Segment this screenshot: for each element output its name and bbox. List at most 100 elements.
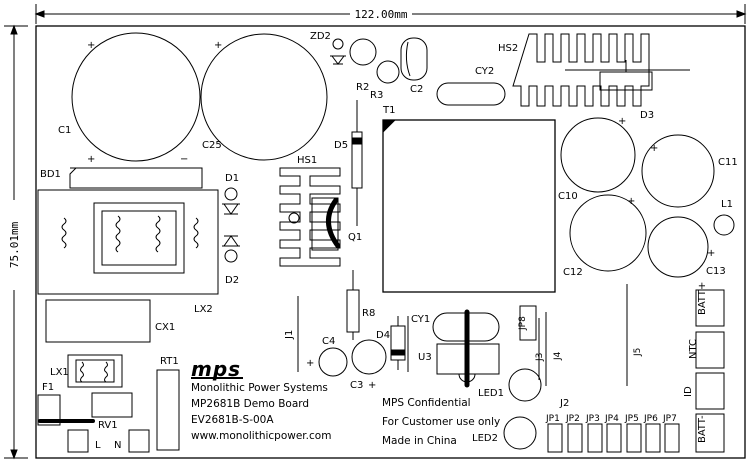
capacitor-c3: C3 + [350, 339, 387, 391]
label-rt1: RT1 [160, 356, 179, 367]
label-c11: C11 [718, 157, 738, 168]
label-t1: T1 [382, 105, 395, 116]
label-c3: C3 [350, 380, 363, 391]
varistor-rv1: RV1 [91, 392, 133, 431]
label-cx1: CX1 [155, 322, 175, 333]
label-j3: J3 [535, 353, 545, 362]
info-left-block: Monolithic Power Systems MP2681B Demo Bo… [191, 382, 331, 442]
resistor-r3: R3 [370, 60, 400, 101]
label-c25: C25 [202, 140, 222, 151]
svg-text:−: − [180, 154, 188, 165]
label-cy1: CY1 [411, 314, 430, 325]
capacitor-c10: + C10 [558, 116, 636, 202]
connector-ntc: NTC [688, 331, 725, 369]
label-d1: D1 [225, 173, 239, 184]
label-j1: J1 [284, 330, 295, 340]
resistor-r2: R2 [349, 38, 377, 93]
label-jp8: JP8 [518, 316, 528, 331]
capacitor-cy1: CY1 [411, 309, 500, 388]
label-c4: C4 [322, 336, 335, 347]
zener-zd2: ZD2 [310, 31, 346, 65]
jumper-jp8: JP8 [518, 305, 537, 341]
label-r3: R3 [370, 90, 383, 101]
info-right-block: MPS Confidential For Customer use only M… [382, 397, 500, 447]
jumper-j4: J4 [545, 312, 563, 386]
info-right-line-2: For Customer use only [382, 416, 500, 428]
terminal-n: N [114, 429, 150, 453]
jumper-j3: J3 [535, 318, 545, 380]
heatsink-hs2: HS2 D3 [498, 33, 690, 121]
board-outline [35, 25, 746, 459]
label-jp1: JP1 [545, 414, 560, 424]
svg-text:+: + [650, 143, 658, 154]
svg-text:+: + [306, 358, 314, 369]
capacitor-c13: + C13 [647, 216, 726, 278]
transformer-t1: T1 [382, 105, 556, 293]
svg-text:+: + [214, 40, 222, 51]
label-hs2: HS2 [498, 43, 518, 54]
label-batt-minus: BATT- [697, 415, 708, 443]
label-l: L [95, 440, 101, 451]
height-label: 75.01mm [8, 221, 21, 268]
connector-batt-minus: BATT- [695, 413, 725, 453]
terminal-l: L [67, 429, 101, 453]
svg-text:+: + [87, 40, 95, 51]
label-bd1: BD1 [40, 169, 61, 180]
header-j2: J2 JP1 JP2 JP3 JP4 JP5 JP6 JP7 [545, 398, 680, 453]
capacitor-c11: + C11 [641, 134, 738, 208]
connector-id: ID [683, 372, 725, 410]
jumper-j1: J1 [284, 296, 299, 372]
heatsink-hs1: HS1 Q1 [279, 155, 362, 267]
label-jp5: JP5 [624, 414, 639, 424]
label-r2: R2 [356, 82, 369, 93]
label-ntc: NTC [688, 339, 699, 359]
info-left-line-3: EV2681B-S-00A [191, 414, 274, 426]
info-left-line-2: MP2681B Demo Board [191, 398, 309, 410]
label-u3: U3 [418, 352, 432, 363]
diode-d4: D4 [376, 316, 409, 372]
inductor-l1: L1 [713, 199, 735, 236]
info-right-line-1: MPS Confidential [382, 397, 471, 409]
label-jp7: JP7 [662, 414, 677, 424]
label-jp2: JP2 [565, 414, 580, 424]
label-d4: D4 [376, 330, 390, 341]
label-c2: C2 [410, 84, 423, 95]
label-j5: J5 [633, 348, 643, 357]
label-hs1: HS1 [297, 155, 317, 166]
svg-text:+: + [618, 116, 626, 127]
label-d3: D3 [640, 110, 654, 121]
capacitor-cy2: CY2 [436, 66, 506, 106]
label-cy2: CY2 [475, 66, 494, 77]
width-label: 122.00mm [355, 8, 408, 21]
label-c12: C12 [563, 267, 583, 278]
label-jp4: JP4 [604, 414, 619, 424]
connector-batt-plus: BATT+ [695, 282, 725, 327]
label-d5: D5 [334, 140, 348, 151]
led-led1: LED1 [478, 368, 542, 402]
choke-lx2: LX2 [37, 189, 219, 315]
diode-d2: D2 [222, 235, 240, 286]
label-lx1: LX1 [50, 367, 69, 378]
label-batt-plus: BATT+ [697, 282, 708, 315]
thermistor-rt1: RT1 [156, 356, 180, 451]
label-j2: J2 [559, 398, 569, 409]
label-j4: J4 [553, 351, 563, 361]
label-c13: C13 [706, 266, 726, 277]
bridge-bd1: BD1 + − [40, 154, 203, 189]
capacitor-cx1: CX1 [45, 299, 175, 343]
diode-d1: D1 [222, 173, 240, 215]
info-right-line-3: Made in China [382, 435, 457, 447]
label-l1: L1 [721, 199, 733, 210]
label-f1: F1 [42, 382, 54, 393]
svg-text:+: + [707, 248, 715, 259]
fuse-f1: F1 [37, 382, 95, 426]
label-q1: Q1 [348, 232, 362, 243]
svg-text:+: + [87, 154, 95, 165]
ic-u3: U3 [418, 343, 500, 383]
label-n: N [114, 440, 121, 451]
label-d2: D2 [225, 275, 239, 286]
label-jp3: JP3 [585, 414, 600, 424]
label-zd2: ZD2 [310, 31, 331, 42]
label-rv1: RV1 [98, 420, 118, 431]
